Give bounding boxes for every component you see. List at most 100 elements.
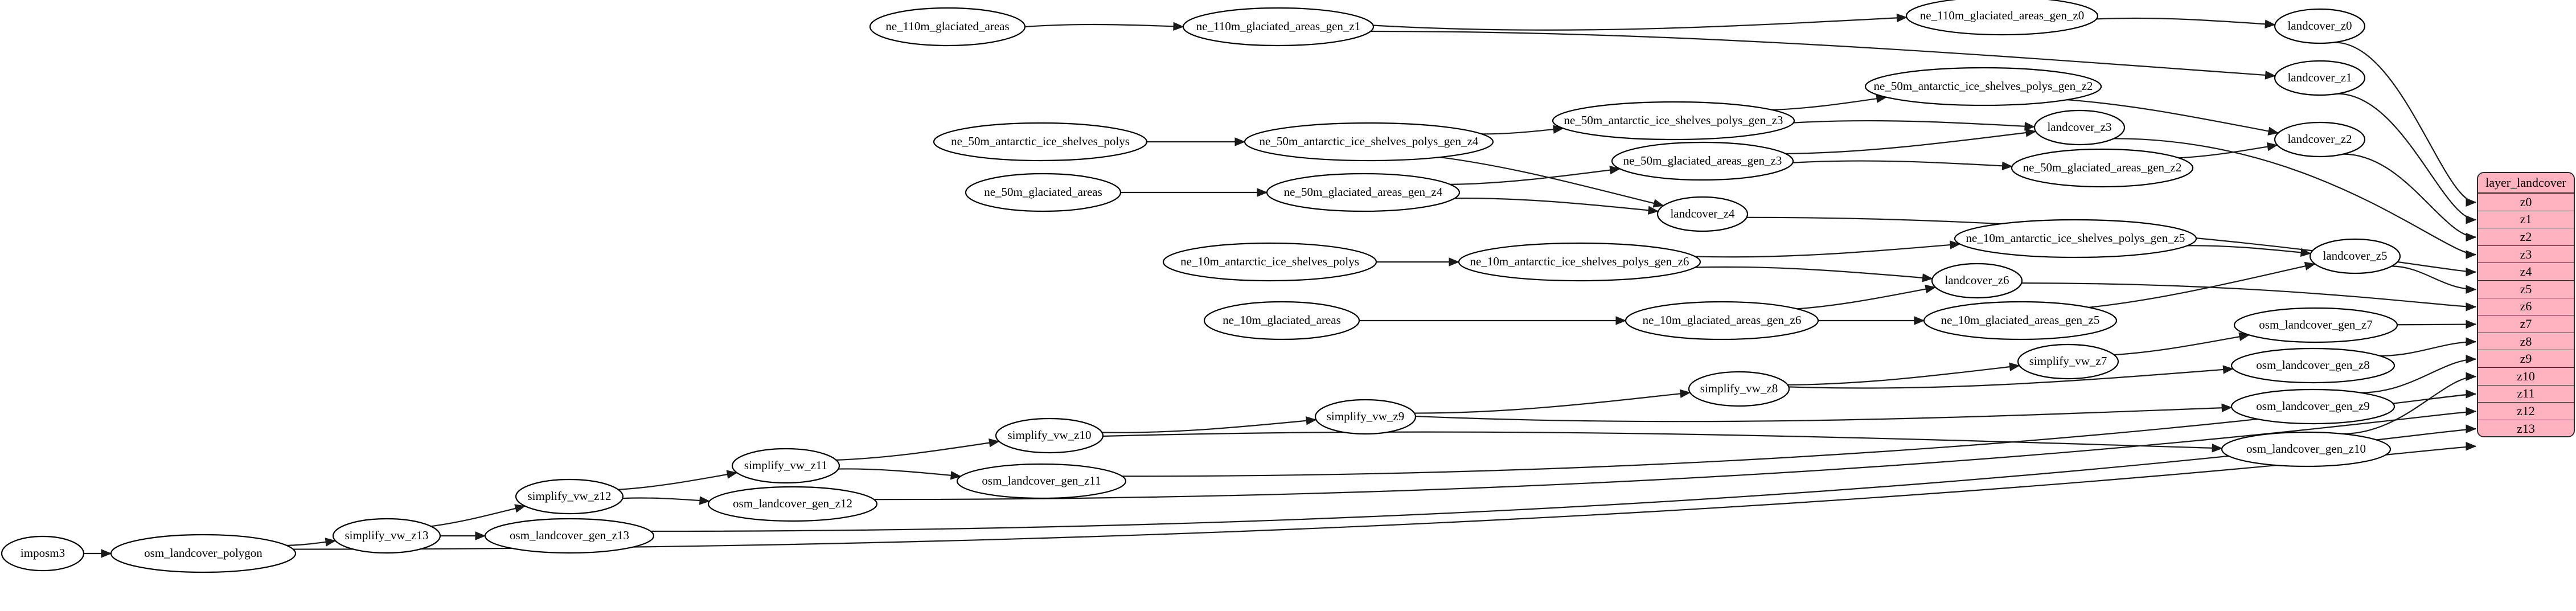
graph-node-osm_landcover_polygon[interactable]: osm_landcover_polygon	[110, 534, 297, 573]
graph-node-landcover_z4[interactable]: landcover_z4	[1656, 196, 1749, 232]
layer-table-row-z2[interactable]: z2	[2478, 228, 2574, 246]
node-shape-osm_landcover_gen_z9	[2230, 388, 2395, 425]
edge-arrow-landcover_z1-to-layer_landcover.z1	[2466, 215, 2477, 224]
edge-arrow-simplify_vw_z13-to-simplify_vw_z12	[514, 504, 526, 513]
layer-table-row-z10[interactable]: z10	[2478, 367, 2574, 386]
graph-node-ne_50m_glaciated_areas[interactable]: ne_50m_glaciated_areas	[965, 173, 1122, 212]
edge-simplify_vw_z9-to-osm_landcover_gen_z9	[1415, 407, 2232, 423]
graph-node-landcover_z6[interactable]: landcover_z6	[1931, 263, 2023, 299]
layer-table-row-z9[interactable]: z9	[2478, 350, 2574, 368]
edge-arrow-ne_50m_glaciated_areas_gen_z3-to-ne_50m_glaciated_areas_gen_z2	[2001, 161, 2013, 171]
node-shape-ne_10m_glaciated_areas_gen_z5	[1923, 301, 2118, 341]
graph-node-ne_10m_glaciated_areas[interactable]: ne_10m_glaciated_areas	[1203, 301, 1360, 341]
layer-table-row-z11[interactable]: z11	[2478, 385, 2574, 403]
graph-node-ne_50m_glaciated_areas_gen_z4[interactable]: ne_50m_glaciated_areas_gen_z4	[1266, 173, 1461, 212]
node-shape-ne_50m_glaciated_areas_gen_z3	[1611, 141, 1794, 181]
graph-node-ne_50m_glaciated_areas_gen_z2[interactable]: ne_50m_glaciated_areas_gen_z2	[2011, 148, 2194, 188]
node-shape-simplify_vw_z12	[515, 478, 624, 515]
layer-table-row-z0[interactable]: z0	[2478, 194, 2574, 211]
graph-node-osm_landcover_gen_z12[interactable]: osm_landcover_gen_z12	[707, 486, 878, 522]
layer-table-row-z13[interactable]: z13	[2478, 420, 2574, 436]
edge-arrow-osm_landcover_gen_z12-to-layer_landcover.z12	[2466, 407, 2477, 416]
node-shape-landcover_z5	[2309, 238, 2401, 274]
edge-arrow-ne_50m_antarctic_ice_shelves_polys-to-ne_50m_antarctic_ice_shelves_polys_gen_z4	[1234, 137, 1246, 146]
edge-landcover_z0-to-layer_landcover.z0	[2334, 42, 2476, 203]
edge-ne_50m_antarctic_ice_shelves_polys_gen_z3-to-landcover_z3	[1793, 120, 2035, 128]
edge-arrow-ne_10m_glaciated_areas-to-ne_10m_glaciated_areas_gen_z6	[1615, 316, 1627, 325]
layer-table-row-z6[interactable]: z6	[2478, 298, 2574, 316]
layer-table-row-z8[interactable]: z8	[2478, 333, 2574, 351]
edge-arrow-simplify_vw_z11-to-simplify_vw_z10	[988, 438, 1000, 448]
graph-node-ne_10m_glaciated_areas_gen_z6[interactable]: ne_10m_glaciated_areas_gen_z6	[1625, 301, 1819, 341]
graph-node-ne_110m_glaciated_areas_gen_z0[interactable]: ne_110m_glaciated_areas_gen_z0	[1905, 0, 2099, 36]
layer-table-row-z5[interactable]: z5	[2478, 280, 2574, 298]
graph-node-ne_10m_glaciated_areas_gen_z5[interactable]: ne_10m_glaciated_areas_gen_z5	[1923, 301, 2118, 341]
edge-arrow-simplify_vw_z13-to-osm_landcover_gen_z13	[475, 531, 486, 540]
edge-arrow-ne_10m_antarctic_ice_shelves_polys_gen_z6-to-landcover_z6	[1922, 273, 1933, 282]
graph-node-landcover_z3[interactable]: landcover_z3	[2033, 109, 2126, 146]
edge-arrow-ne_110m_glaciated_areas_gen_z0-to-landcover_z0	[2265, 19, 2276, 28]
node-shape-ne_110m_glaciated_areas	[869, 7, 1026, 47]
graph-node-simplify_vw_z9[interactable]: simplify_vw_z9	[1314, 399, 1417, 435]
edge-arrow-landcover_z3-to-layer_landcover.z3	[2466, 250, 2477, 259]
edge-ne_110m_glaciated_areas_gen_z1-to-landcover_z1	[1371, 30, 2275, 77]
graph-node-simplify_vw_z13[interactable]: simplify_vw_z13	[332, 518, 441, 554]
layer-table-row-z1[interactable]: z1	[2478, 211, 2574, 229]
graph-node-ne_50m_antarctic_ice_shelves_polys_gen_z3[interactable]: ne_50m_antarctic_ice_shelves_polys_gen_z…	[1552, 101, 1795, 141]
node-shape-ne_50m_glaciated_areas	[965, 173, 1122, 212]
edge-arrow-ne_50m_glaciated_areas_gen_z4-to-ne_50m_glaciated_areas_gen_z3	[1609, 165, 1621, 175]
edge-arrow-osm_landcover_polygon-to-simplify_vw_z13	[325, 538, 337, 547]
edge-arrow-osm_landcover_gen_z11-to-layer_landcover.z11	[2466, 389, 2477, 399]
layer-table-row-z4[interactable]: z4	[2478, 263, 2574, 281]
graph-node-ne_50m_antarctic_ice_shelves_polys_gen_z2[interactable]: ne_50m_antarctic_ice_shelves_polys_gen_z…	[1864, 67, 2102, 106]
edge-ne_10m_antarctic_ice_shelves_polys_gen_z5-to-landcover_z5	[2187, 245, 2311, 255]
edge-simplify_vw_z9-to-simplify_vw_z8	[1414, 392, 1691, 414]
nodes-layer: ne_110m_glaciated_areas ne_110m_glaciated…	[1, 0, 2401, 573]
graph-node-osm_landcover_gen_z9[interactable]: osm_landcover_gen_z9	[2230, 388, 2395, 425]
graph-node-ne_110m_glaciated_areas[interactable]: ne_110m_glaciated_areas	[869, 7, 1026, 47]
node-shape-ne_10m_glaciated_areas_gen_z6	[1625, 301, 1819, 341]
node-shape-landcover_z3	[2033, 109, 2126, 146]
graph-node-landcover_z2[interactable]: landcover_z2	[2274, 121, 2366, 158]
graph-node-simplify_vw_z10[interactable]: simplify_vw_z10	[995, 417, 1104, 454]
graph-node-ne_50m_antarctic_ice_shelves_polys_gen_z4[interactable]: ne_50m_antarctic_ice_shelves_polys_gen_z…	[1244, 122, 1494, 162]
edge-landcover_z6-to-layer_landcover.z6	[2021, 282, 2476, 307]
node-shape-simplify_vw_z9	[1314, 399, 1417, 435]
edge-arrow-ne_10m_antarctic_ice_shelves_polys-to-ne_10m_antarctic_ice_shelves_polys_gen_z6	[1449, 257, 1460, 266]
edge-arrow-landcover_z5-to-layer_landcover.z5	[2466, 285, 2477, 294]
graph-node-osm_landcover_gen_z11[interactable]: osm_landcover_gen_z11	[956, 463, 1127, 499]
edge-arrow-imposm3-to-osm_landcover_polygon	[101, 549, 112, 558]
node-shape-ne_50m_antarctic_ice_shelves_polys	[933, 122, 1148, 162]
edge-arrow-landcover_z2-to-layer_landcover.z2	[2466, 232, 2477, 242]
layer-table-row-z3[interactable]: z3	[2478, 245, 2574, 264]
edge-arrow-landcover_z0-to-layer_landcover.z0	[2466, 198, 2477, 207]
graph-node-ne_10m_antarctic_ice_shelves_polys_gen_z6[interactable]: ne_10m_antarctic_ice_shelves_polys_gen_z…	[1458, 242, 1701, 282]
graph-node-ne_10m_antarctic_ice_shelves_polys[interactable]: ne_10m_antarctic_ice_shelves_polys	[1162, 242, 1377, 282]
graph-node-ne_110m_glaciated_areas_gen_z1[interactable]: ne_110m_glaciated_areas_gen_z1	[1182, 7, 1375, 47]
edge-simplify_vw_z12-to-simplify_vw_z11	[618, 472, 737, 490]
graph-node-landcover_z0[interactable]: landcover_z0	[2274, 8, 2366, 44]
graph-node-ne_10m_antarctic_ice_shelves_polys_gen_z5[interactable]: ne_10m_antarctic_ice_shelves_polys_gen_z…	[1954, 219, 2197, 259]
graph-node-osm_landcover_gen_z8[interactable]: osm_landcover_gen_z8	[2230, 347, 2395, 384]
graph-node-osm_landcover_gen_z10[interactable]: osm_landcover_gen_z10	[2221, 431, 2392, 468]
graph-node-simplify_vw_z7[interactable]: simplify_vw_z7	[2017, 343, 2119, 380]
graph-node-landcover_z1[interactable]: landcover_z1	[2274, 60, 2366, 96]
layer-table-row-z7[interactable]: z7	[2478, 315, 2574, 333]
edge-arrow-simplify_vw_z8-to-simplify_vw_z7	[2009, 362, 2020, 371]
graph-node-landcover_z5[interactable]: landcover_z5	[2309, 238, 2401, 274]
graph-node-simplify_vw_z12[interactable]: simplify_vw_z12	[515, 478, 624, 515]
graph-node-ne_50m_antarctic_ice_shelves_polys[interactable]: ne_50m_antarctic_ice_shelves_polys	[933, 122, 1148, 162]
graph-node-ne_50m_glaciated_areas_gen_z3[interactable]: ne_50m_glaciated_areas_gen_z3	[1611, 141, 1794, 181]
layer-table-header: layer_landcover	[2478, 173, 2574, 194]
node-shape-landcover_z2	[2274, 121, 2366, 158]
edge-arrow-osm_landcover_gen_z13-to-layer_landcover.z13	[2466, 424, 2477, 433]
graph-node-osm_landcover_gen_z7[interactable]: osm_landcover_gen_z7	[2233, 307, 2398, 343]
layer-table-row-z12[interactable]: z12	[2478, 403, 2574, 420]
graph-node-imposm3[interactable]: imposm3	[1, 535, 85, 572]
graph-node-simplify_vw_z11[interactable]: simplify_vw_z11	[731, 448, 840, 484]
edge-arrow-ne_50m_glaciated_areas_gen_z4-to-landcover_z4	[1647, 206, 1659, 215]
graph-node-osm_landcover_gen_z13[interactable]: osm_landcover_gen_z13	[484, 518, 655, 554]
graph-node-simplify_vw_z8[interactable]: simplify_vw_z8	[1688, 371, 1790, 407]
edge-arrow-osm_landcover_gen_z9-to-layer_landcover.z9	[2466, 354, 2477, 364]
